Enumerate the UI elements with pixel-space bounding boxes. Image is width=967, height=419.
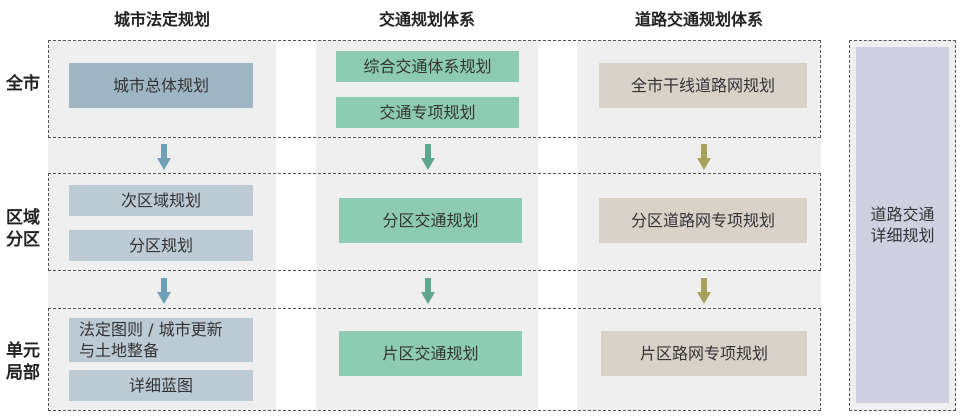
arrow-down-icon [697,144,711,170]
box-city-master-plan: 城市总体规划 [69,63,253,108]
box-district-road-network-plan: 分区道路网专项规划 [599,198,807,243]
box-statutory-zoning-renewal: 法定图则 / 城市更新 与土地整备 [69,318,253,362]
header-road-transport-planning-system: 道路交通规划体系 [634,10,763,29]
box-city-arterial-road-plan: 全市干线道路网规划 [599,63,807,108]
arrow-down-icon [157,278,171,304]
box-area-road-network-plan: 片区路网专项规划 [601,331,807,376]
arrow-down-icon [421,278,435,304]
arrow-down-icon [697,278,711,304]
row-label-district: 区域 分区 [6,208,40,250]
row-frame-city [48,40,821,138]
box-comprehensive-transport-plan: 综合交通体系规划 [336,51,519,82]
header-transport-planning-system: 交通规划体系 [378,10,475,29]
side-frame [849,40,956,411]
box-transport-special-plan: 交通专项规划 [336,97,519,128]
row-label-unit: 单元 局部 [6,341,40,383]
header-city-statutory-planning: 城市法定规划 [113,10,210,29]
box-sub-regional-plan: 次区域规划 [69,185,253,216]
box-road-transport-detailed-plan: 道路交通 详细规划 [856,47,949,403]
box-district-plan: 分区规划 [69,230,253,261]
box-area-transport-plan: 片区交通规划 [339,331,522,376]
arrow-down-icon [157,144,171,170]
box-detailed-blueprint: 详细蓝图 [69,370,253,401]
row-label-city: 全市 [6,74,40,94]
box-district-transport-plan: 分区交通规划 [339,198,522,243]
row-frame-district [48,173,821,271]
arrow-down-icon [421,144,435,170]
row-frame-unit [48,308,821,411]
